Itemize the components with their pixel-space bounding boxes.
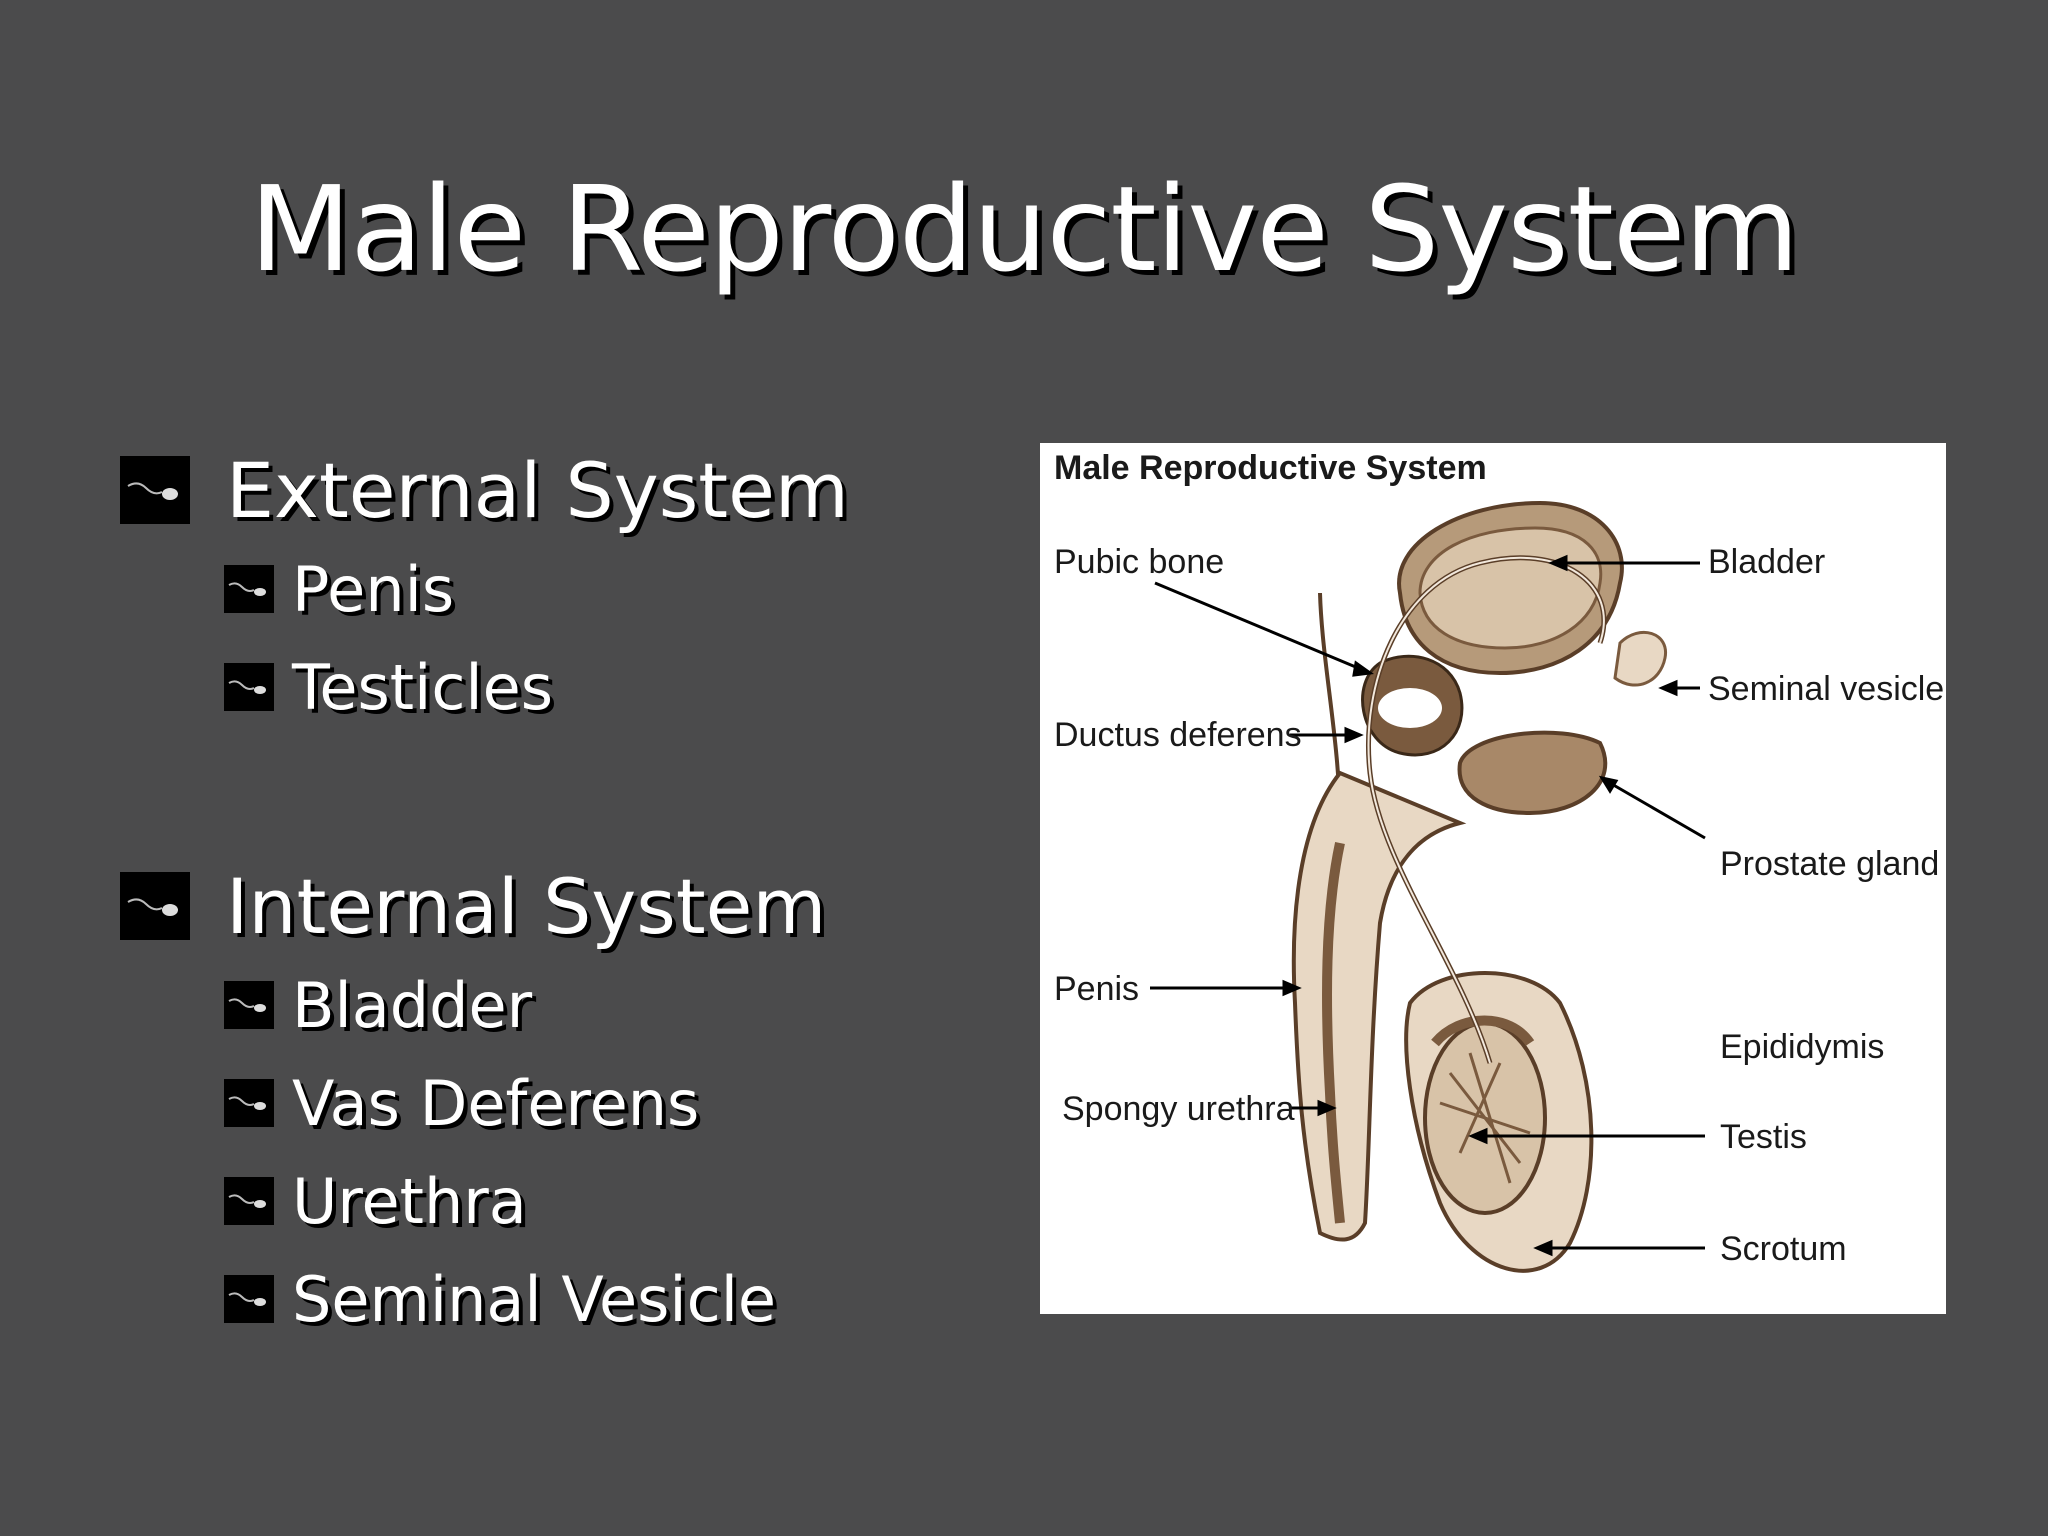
label-testis: Testis [1720, 1118, 1807, 1156]
anatomy-diagram: Male Reproductive System [1040, 443, 1946, 1314]
diagram-title: Male Reproductive System [1054, 449, 1487, 487]
anatomy-drawing [1294, 503, 1666, 1271]
anatomy-svg: Male Reproductive System [1040, 443, 1946, 1314]
penis-label: Penis [292, 553, 454, 626]
sperm-icon [224, 1275, 274, 1323]
slide-title: Male Reproductive System [0, 160, 2048, 298]
label-penis: Penis [1054, 970, 1139, 1008]
sperm-icon [224, 981, 274, 1029]
bullet-seminal-vesicle: Seminal Vesicle [120, 1250, 1020, 1348]
seminal-vesicle-label: Seminal Vesicle [292, 1263, 776, 1336]
label-ductus-deferens: Ductus deferens [1054, 716, 1302, 754]
bullet-list: External System Penis Testicles Internal… [120, 440, 1020, 1348]
sperm-icon [120, 456, 190, 524]
bullet-urethra: Urethra [120, 1152, 1020, 1250]
sperm-icon [120, 872, 190, 940]
label-scrotum: Scrotum [1720, 1230, 1847, 1268]
sperm-icon [224, 663, 274, 711]
label-epididymis: Epididymis [1720, 1028, 1884, 1066]
bullet-vas-deferens: Vas Deferens [120, 1054, 1020, 1152]
sperm-icon [224, 1177, 274, 1225]
sperm-icon [224, 565, 274, 613]
label-pubic-bone: Pubic bone [1054, 543, 1224, 581]
label-prostate-gland: Prostate gland [1720, 845, 1939, 883]
bullet-external-system: External System [120, 440, 1020, 540]
bullet-penis: Penis [120, 540, 1020, 638]
bullet-internal-system: Internal System [120, 856, 1020, 956]
vas-deferens-label: Vas Deferens [292, 1067, 699, 1140]
testicles-label: Testicles [292, 651, 553, 724]
sperm-icon [224, 1079, 274, 1127]
bullet-testicles: Testicles [120, 638, 1020, 736]
label-seminal-vesicle: Seminal vesicle [1708, 670, 1944, 708]
bladder-label: Bladder [292, 969, 532, 1042]
label-spongy-urethra: Spongy urethra [1062, 1090, 1295, 1128]
internal-system-label: Internal System [226, 862, 826, 951]
label-bladder: Bladder [1708, 543, 1825, 581]
external-system-label: External System [226, 446, 849, 535]
bullet-bladder: Bladder [120, 956, 1020, 1054]
urethra-label: Urethra [292, 1165, 527, 1238]
